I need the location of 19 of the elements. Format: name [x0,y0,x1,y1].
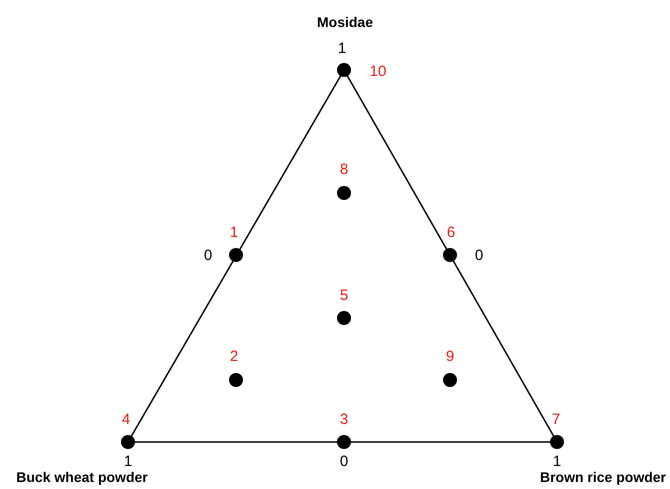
point-number: 10 [370,64,386,80]
point-number: 6 [446,225,456,241]
point-number: 9 [446,349,454,365]
vertex-label: Mosidae [317,14,373,30]
axis-value: 0 [204,248,212,264]
point-number: 3 [340,412,348,428]
point-number: 2 [230,349,238,365]
axis-value: 1 [552,454,562,470]
axis-value: 1 [338,41,346,57]
point-number: 1 [230,225,238,241]
vertex-label: Buck wheat powder [16,469,148,485]
point-number: 8 [340,162,348,178]
point-number: 7 [552,412,560,428]
axis-value: 0 [474,248,484,264]
point-number: 4 [122,412,130,428]
vertex-label: Brown rice powder [540,469,666,485]
axis-value: 0 [340,454,348,470]
point-number: 5 [340,288,348,304]
axis-value: 1 [124,454,132,470]
